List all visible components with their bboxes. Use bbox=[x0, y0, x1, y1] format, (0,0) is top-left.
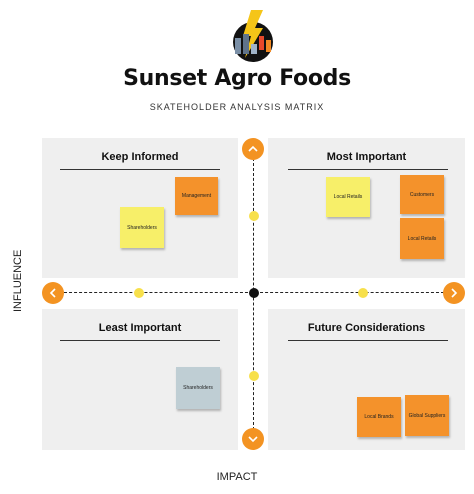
quadrant-title: Future Considerations bbox=[307, 322, 426, 334]
company-logo bbox=[229, 8, 277, 64]
chevron-down-icon bbox=[248, 436, 258, 443]
arrow-down-button[interactable] bbox=[242, 428, 264, 450]
sticky-note[interactable]: Shareholders bbox=[120, 207, 164, 248]
quadrant-most-important: Most Important Local Retails Customers L… bbox=[268, 138, 465, 278]
quadrant-divider bbox=[60, 340, 220, 341]
axis-marker-dot bbox=[358, 288, 368, 298]
quadrant-title: Most Important bbox=[326, 151, 407, 163]
quadrant-title: Keep Informed bbox=[101, 151, 179, 163]
axis-marker-dot bbox=[249, 371, 259, 381]
axis-marker-dot bbox=[249, 211, 259, 221]
sticky-note[interactable]: Global Suppliers bbox=[405, 395, 449, 436]
arrow-right-button[interactable] bbox=[443, 282, 465, 304]
chevron-right-icon bbox=[451, 288, 458, 298]
sticky-note[interactable]: Local Brands bbox=[357, 397, 401, 437]
sticky-note[interactable]: Management bbox=[175, 177, 218, 215]
sticky-note[interactable]: Customers bbox=[400, 175, 444, 214]
quadrant-future-considerations: Future Considerations Local Brands Globa… bbox=[268, 309, 465, 450]
arrow-up-button[interactable] bbox=[242, 138, 264, 160]
sticky-note[interactable]: Shareholders bbox=[176, 367, 220, 409]
arrow-left-button[interactable] bbox=[42, 282, 64, 304]
y-axis-label: INFLUENCE bbox=[12, 249, 24, 312]
axis-origin-dot bbox=[249, 288, 259, 298]
quadrant-divider bbox=[288, 340, 448, 341]
quadrant-title: Least Important bbox=[98, 322, 182, 334]
quadrant-divider bbox=[288, 169, 448, 170]
page-title: Sunset Agro Foods bbox=[123, 66, 351, 91]
x-axis-label: IMPACT bbox=[216, 471, 258, 483]
axis-marker-dot bbox=[134, 288, 144, 298]
sticky-note[interactable]: Local Retails bbox=[326, 177, 370, 217]
chevron-up-icon bbox=[248, 145, 258, 152]
quadrant-least-important: Least Important Shareholders bbox=[42, 309, 238, 450]
sticky-note[interactable]: Local Retails bbox=[400, 218, 444, 259]
quadrant-divider bbox=[60, 169, 220, 170]
quadrant-keep-informed: Keep Informed Management Shareholders bbox=[42, 138, 238, 278]
page-subtitle: SKATEHOLDER ANALYSIS MATRIX bbox=[149, 102, 325, 112]
chevron-left-icon bbox=[49, 288, 56, 298]
